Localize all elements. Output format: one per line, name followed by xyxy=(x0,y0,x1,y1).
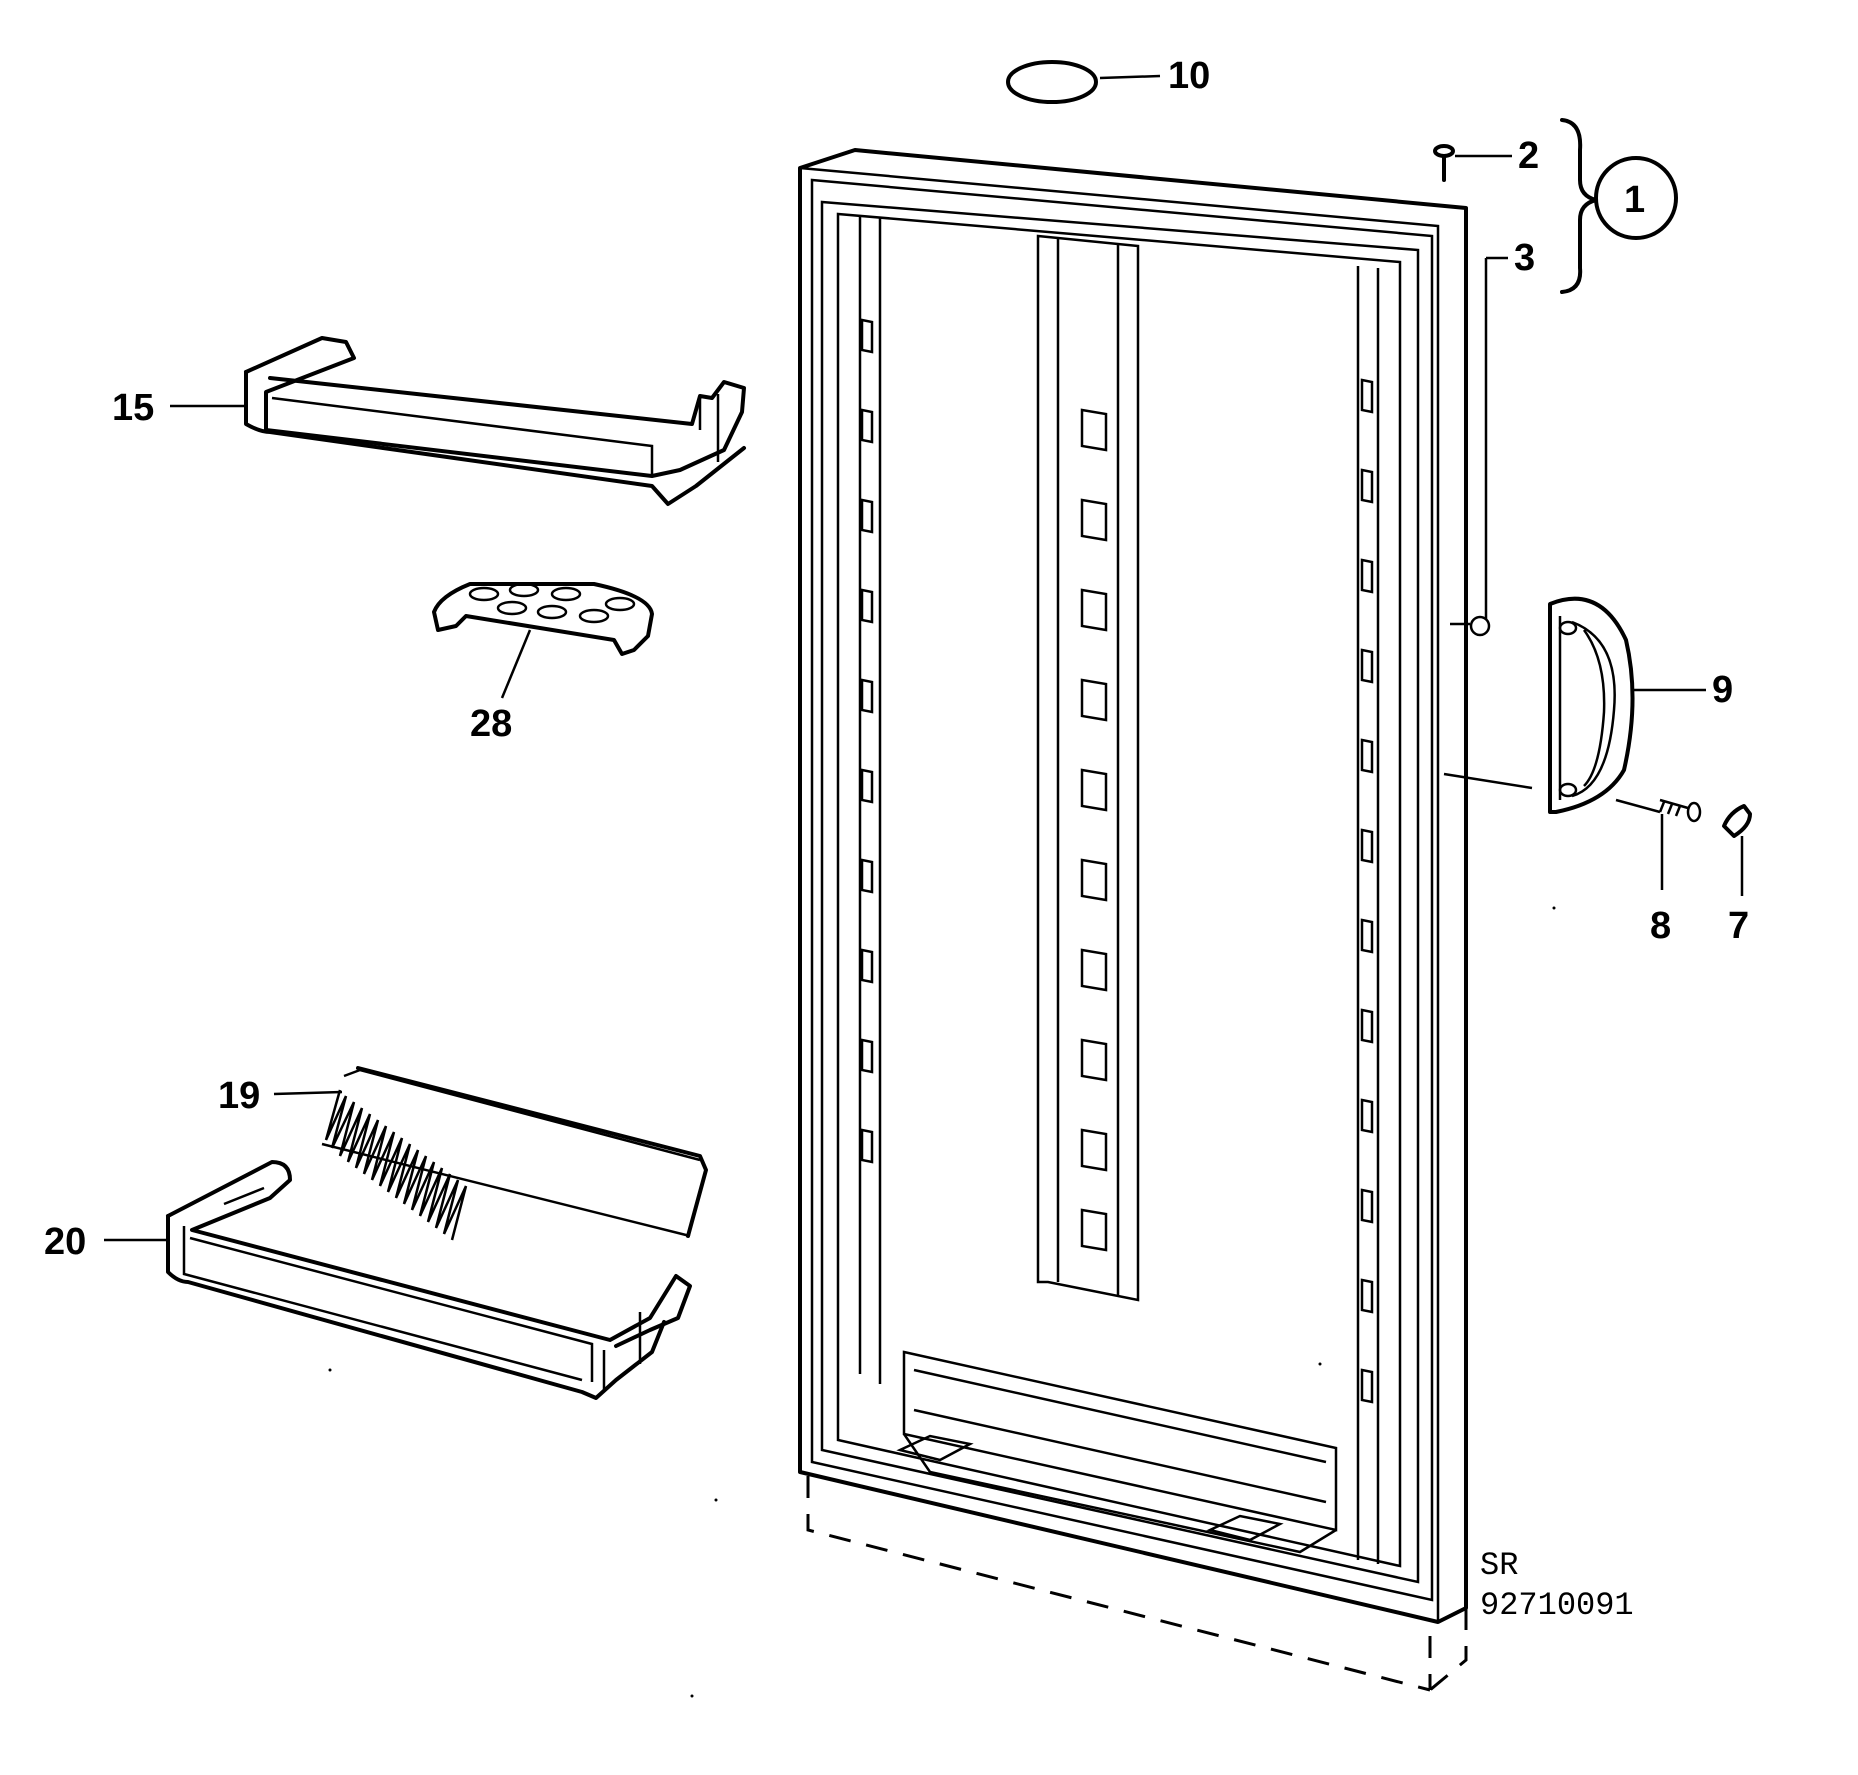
part-2-screw xyxy=(1433,144,1512,182)
label-part-1: 1 xyxy=(1624,179,1645,221)
label-part-9: 9 xyxy=(1712,669,1733,711)
part-1-group-callout xyxy=(1594,156,1678,240)
print-specks xyxy=(328,906,1556,1698)
part-28-egg-tray xyxy=(432,582,654,699)
part-19-bottle-rack xyxy=(273,1066,708,1241)
label-part-19: 19 xyxy=(218,1075,260,1117)
part-10-ring xyxy=(1006,60,1161,104)
label-part-7: 7 xyxy=(1728,905,1749,947)
label-part-28: 28 xyxy=(470,703,512,745)
door-hidden-outline xyxy=(806,1476,1468,1692)
part-7-cap xyxy=(1722,804,1752,896)
drawing-reference-line2: 92710091 xyxy=(1480,1587,1634,1624)
label-part-3: 3 xyxy=(1514,237,1535,279)
part-15-door-shelf xyxy=(244,336,746,506)
label-part-20: 20 xyxy=(44,1221,86,1263)
label-part-8: 8 xyxy=(1650,905,1671,947)
door-frame xyxy=(798,148,1468,1624)
channel-tabs xyxy=(1080,408,1108,1252)
part-3-screw xyxy=(1484,256,1508,620)
label-part-10: 10 xyxy=(1168,55,1210,97)
part-8-screw xyxy=(1615,798,1702,890)
label-part-15: 15 xyxy=(112,387,154,429)
group-1-brace xyxy=(1560,118,1598,294)
drawing-reference-line1: SR xyxy=(1480,1547,1518,1584)
label-part-2: 2 xyxy=(1518,135,1539,177)
part-20-door-shelf xyxy=(104,1160,692,1400)
part-9-handle xyxy=(1443,596,1706,814)
side-rail-tabs xyxy=(860,318,1374,1404)
